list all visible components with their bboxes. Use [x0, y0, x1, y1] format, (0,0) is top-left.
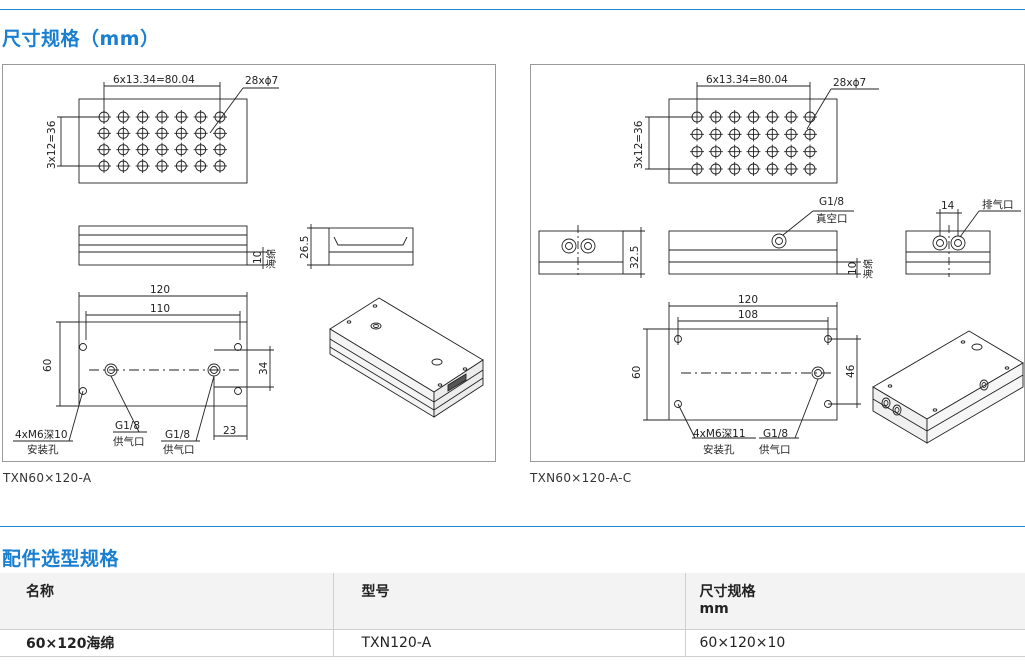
header-model: 型号 — [332, 573, 685, 630]
mount-holes-sub: 安装孔 — [703, 443, 735, 456]
sponge-label: 海绵 — [265, 249, 278, 269]
dim-port-span: 34 — [258, 361, 270, 375]
dim-sponge-thk: 10 — [847, 262, 859, 275]
port1-sub: 供气口 — [113, 435, 145, 448]
port-label: G1/8 — [763, 428, 788, 440]
dim-port-span: 46 — [845, 364, 857, 378]
section-title-dimensions: 尺寸规格（mm） — [2, 28, 160, 50]
drawing-panel-a: 6x13.34=80.04 28xϕ7 3x12=36 10 海绵 26.5 — [2, 64, 496, 462]
side-view-body — [668, 230, 838, 275]
dim-sponge-thk: 10 — [252, 251, 264, 264]
side-view-body — [78, 225, 248, 266]
end-view-body — [328, 227, 414, 266]
dim-hole-count: 28xϕ7 — [245, 75, 278, 87]
cell-size: 60×120×10 — [684, 629, 1025, 657]
vac-port-label: G1/8 — [819, 196, 844, 208]
dim-mount-span: 110 — [150, 303, 170, 315]
dim-hole-pitch: 6x13.34=80.04 — [706, 74, 788, 86]
sponge-label: 海绵 — [862, 259, 875, 279]
exhaust-label: 排气口 — [982, 198, 1014, 211]
technical-drawing-b: 6x13.34=80.04 28xϕ7 3x12=36 32.5 G1/8 真空… — [538, 74, 1024, 456]
cell-model: TXN120-A — [332, 629, 685, 657]
port2-label: G1/8 — [165, 429, 190, 441]
end-view-left — [538, 230, 624, 275]
isometric-view — [329, 297, 484, 418]
top-view-plate — [668, 98, 838, 184]
dim-thickness: 26.5 — [299, 236, 311, 259]
isometric-view — [872, 330, 1024, 444]
caption-a: TXN60×120-A — [3, 471, 92, 485]
dim-port-offset: 23 — [223, 425, 236, 437]
dim-hole-count: 28xϕ7 — [833, 77, 866, 89]
dim-height: 60 — [631, 366, 643, 379]
technical-drawing-a: 6x13.34=80.04 28xϕ7 3x12=36 10 海绵 26.5 — [13, 74, 484, 456]
drawing-panel-b: 6x13.34=80.04 28xϕ7 3x12=36 32.5 G1/8 真空… — [530, 64, 1025, 462]
suction-hole-grid — [97, 110, 227, 173]
table-row: 60×120海绵 TXN120-A 60×120×10 — [0, 629, 1025, 657]
dim-width: 120 — [738, 294, 758, 306]
cell-name: 60×120海绵 — [0, 629, 333, 657]
bottom-view-plate — [78, 321, 248, 407]
mount-holes-label: 4xM6深10 — [15, 429, 68, 441]
dim-height: 60 — [42, 359, 54, 372]
header-size-line1: 尺寸规格 — [699, 584, 756, 600]
port2-sub: 供气口 — [163, 443, 195, 456]
header-size-line2: mm — [699, 601, 729, 617]
port-sub: 供气口 — [759, 443, 791, 456]
end-view-right — [905, 230, 991, 275]
port1-label: G1/8 — [115, 420, 140, 432]
section-title-accessories: 配件选型规格 — [2, 548, 120, 570]
bottom-view-plate — [668, 328, 838, 421]
caption-b: TXN60×120-A-C — [530, 471, 632, 485]
dim-row-pitch: 3x12=36 — [633, 120, 645, 169]
top-view-plate — [78, 98, 248, 184]
mount-holes-sub: 安装孔 — [27, 443, 59, 456]
dim-hole-pitch: 6x13.34=80.04 — [113, 74, 195, 86]
mount-holes-label: 4xM6深11 — [693, 428, 746, 440]
vac-port-sub: 真空口 — [816, 212, 848, 225]
dim-row-pitch: 3x12=36 — [46, 120, 58, 169]
dim-mount-span: 108 — [738, 309, 758, 321]
section-divider — [0, 526, 1025, 527]
dim-thickness: 32.5 — [629, 246, 641, 269]
top-divider — [0, 9, 1025, 10]
header-name: 名称 — [0, 573, 333, 630]
suction-hole-grid — [690, 110, 817, 176]
dim-exhaust-span: 14 — [941, 200, 955, 212]
dim-width: 120 — [150, 284, 170, 296]
